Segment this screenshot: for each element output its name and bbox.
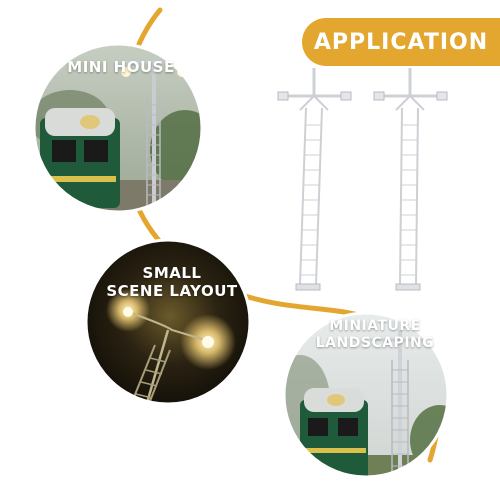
product-pole-left — [277, 68, 352, 291]
miniature-landscaping-line2: LANDSCAPING — [315, 335, 435, 351]
small-scene-layout-line1: SMALL — [142, 264, 202, 282]
train-model — [40, 108, 120, 208]
application-banner-label: APPLICATION — [313, 29, 489, 55]
miniature-landscaping-label: MINIATURE LANDSCAPING — [300, 318, 450, 352]
small-scene-layout-line2: SCENE LAYOUT — [106, 282, 238, 300]
product-pole-right — [373, 68, 448, 291]
scene-small-layout-photo — [86, 240, 250, 404]
miniature-landscaping-line1: MINIATURE — [329, 318, 421, 334]
mini-house-label: MINI HOUSE — [67, 58, 175, 76]
scene-mini-house-photo — [34, 44, 202, 212]
small-scene-layout-label: SMALL SCENE LAYOUT — [92, 264, 252, 300]
application-banner: APPLICATION — [302, 18, 500, 66]
train-model-2 — [300, 388, 368, 477]
